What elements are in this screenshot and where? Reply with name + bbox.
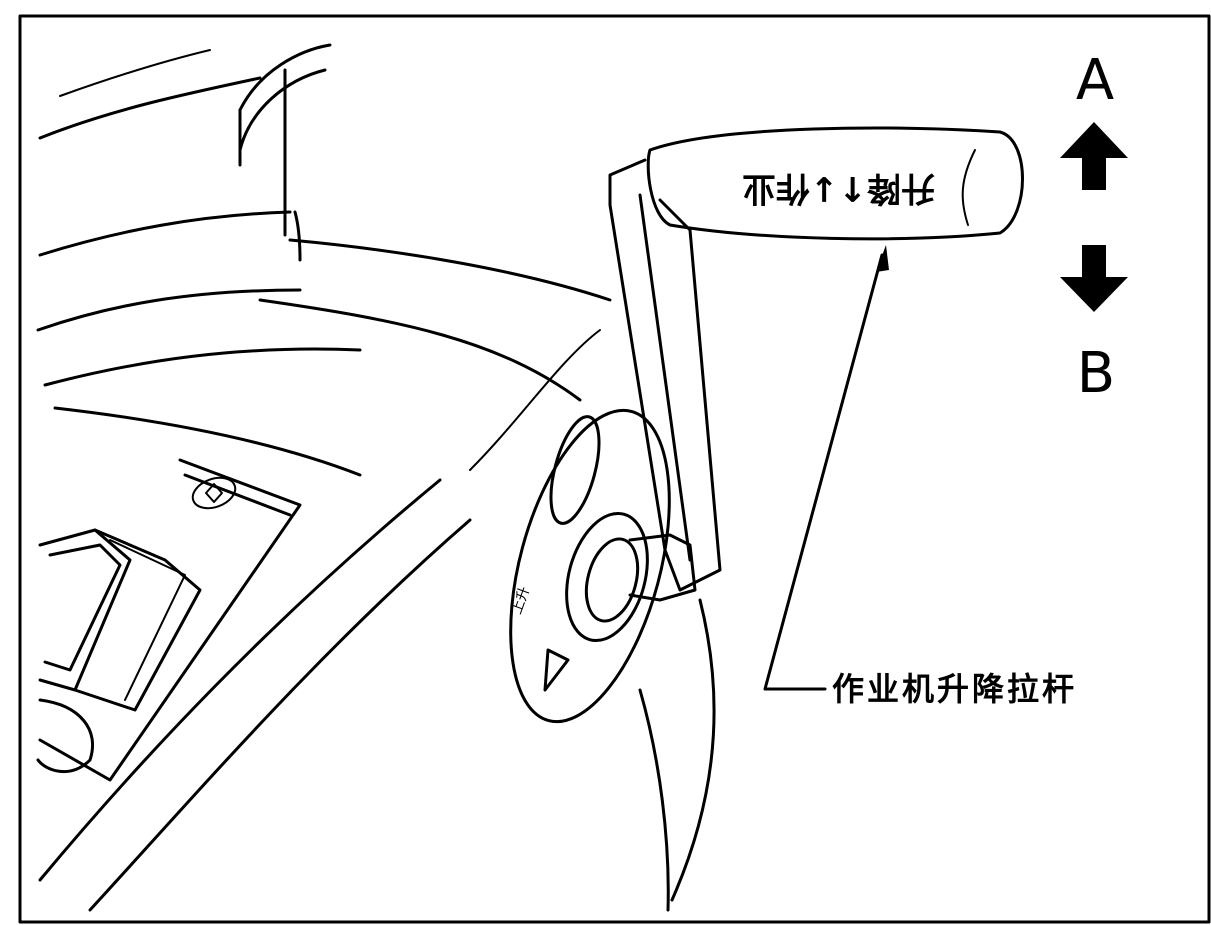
direction-label-a: A	[1076, 48, 1114, 113]
handle-marking: 升降↑↓作业	[742, 168, 935, 208]
direction-indicator: A B	[1060, 48, 1128, 406]
lift-lever	[608, 158, 722, 912]
arrow-down-icon	[1060, 245, 1128, 312]
diagram-border	[18, 14, 1211, 924]
lever-handle[interactable]: 升降↑↓作业	[646, 126, 1024, 241]
callout-leader	[763, 245, 889, 691]
switch-panel	[36, 458, 302, 782]
triangle-marker-icon	[543, 648, 570, 692]
tractor-body	[36, 43, 612, 912]
callout-label: 作业机升降拉杆	[832, 670, 1077, 708]
arrow-up-icon	[1060, 122, 1128, 190]
lever-disc: 上升	[509, 408, 697, 724]
leader-arrow-icon	[876, 245, 889, 272]
direction-label-b: B	[1077, 341, 1115, 406]
